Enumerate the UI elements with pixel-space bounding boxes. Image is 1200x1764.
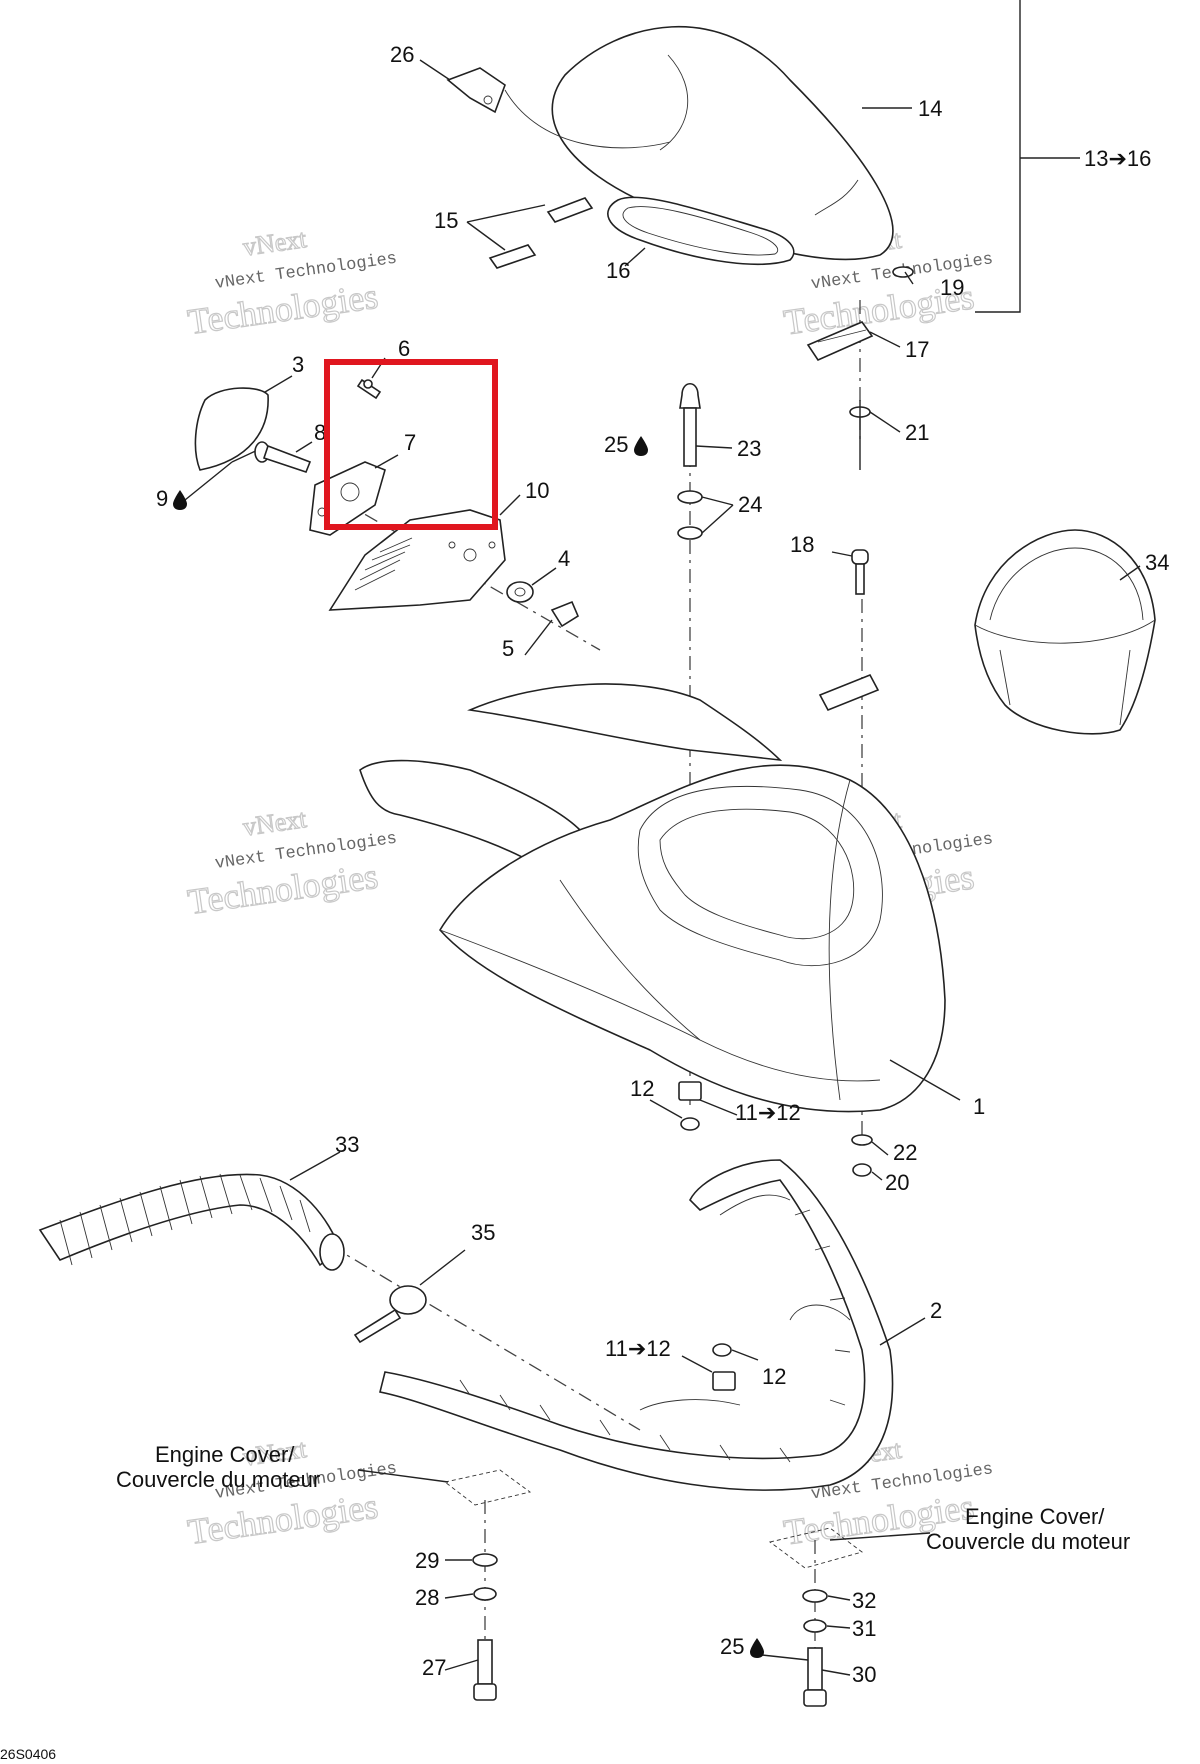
part-35-cable-tie bbox=[353, 1285, 427, 1344]
callout-6: 6 bbox=[398, 336, 410, 361]
part-10-bracket bbox=[328, 509, 506, 611]
callout-3: 3 bbox=[292, 352, 304, 377]
callout-26: 26 bbox=[390, 42, 414, 67]
callout-11-12-upper: 11➔12 bbox=[735, 1100, 801, 1125]
callout-15: 15 bbox=[434, 208, 458, 233]
part-12-nut-lower bbox=[712, 1343, 732, 1357]
part-14-cover bbox=[504, 25, 894, 261]
part-22-washer bbox=[851, 1134, 873, 1146]
callout-33: 33 bbox=[335, 1132, 359, 1157]
callout-8: 8 bbox=[314, 420, 326, 445]
callout-labels: 26 14 13➔16 15 16 19 17 21 25 23 24 18 3… bbox=[156, 42, 1169, 1687]
part-17-hinge bbox=[806, 321, 874, 362]
part-28-washer bbox=[473, 1587, 497, 1601]
part-2-trim bbox=[379, 1159, 894, 1491]
part-15-pads bbox=[488, 197, 594, 269]
callout-13-16: 13➔16 bbox=[1084, 146, 1151, 171]
callout-12-lower: 12 bbox=[762, 1364, 786, 1389]
svg-text:vNext: vNext bbox=[241, 804, 309, 842]
part-19-washer bbox=[892, 266, 914, 278]
part-27-screw bbox=[473, 1639, 497, 1701]
engine-cover-plate-left bbox=[443, 1469, 532, 1506]
part-31-washer bbox=[803, 1619, 827, 1633]
callout-34: 34 bbox=[1145, 550, 1169, 575]
part-33-hose bbox=[38, 1173, 345, 1271]
engine-cover-plate-right bbox=[768, 1527, 863, 1569]
callout-1: 1 bbox=[973, 1094, 985, 1119]
highlight-box bbox=[324, 359, 498, 530]
part-3-mirror bbox=[194, 387, 269, 471]
liquid-drop-icon bbox=[173, 490, 187, 510]
callout-2: 2 bbox=[930, 1298, 942, 1323]
engine-cover-note-left: Engine Cover/ Couvercle du moteur bbox=[116, 1442, 320, 1492]
callout-23: 23 bbox=[737, 436, 761, 461]
callout-16: 16 bbox=[606, 258, 630, 283]
callout-17: 17 bbox=[905, 337, 929, 362]
part-5-wingnut bbox=[550, 600, 580, 628]
callout-35: 35 bbox=[471, 1220, 495, 1245]
part-20-nut bbox=[852, 1163, 872, 1177]
callout-22: 22 bbox=[893, 1140, 917, 1165]
part-24-washer-top bbox=[677, 490, 703, 504]
part-16-seal bbox=[607, 196, 795, 266]
part-32-washer bbox=[802, 1589, 828, 1603]
callout-31: 31 bbox=[852, 1616, 876, 1641]
part-24-washer-bottom bbox=[677, 526, 703, 540]
callout-4: 4 bbox=[558, 546, 570, 571]
part-8-bolt bbox=[254, 441, 312, 473]
svg-text:Couvercle du moteur: Couvercle du moteur bbox=[926, 1529, 1130, 1554]
part-34-bin bbox=[974, 529, 1156, 735]
svg-text:Engine Cover/: Engine Cover/ bbox=[965, 1504, 1105, 1529]
leader-lines bbox=[184, 59, 1141, 1676]
watermark-mid-left: vNext vNext Technologies Technologies bbox=[185, 803, 399, 922]
callout-11-12-lower: 11➔12 bbox=[605, 1336, 671, 1361]
callout-32: 32 bbox=[852, 1588, 876, 1613]
part-29-washer bbox=[472, 1553, 498, 1567]
part-11-insert-upper bbox=[678, 1081, 702, 1101]
watermark-top-left: vNext vNext Technologies Technologies bbox=[185, 223, 399, 342]
callout-20: 20 bbox=[885, 1170, 909, 1195]
part-30-screw bbox=[803, 1647, 827, 1707]
callout-27: 27 bbox=[422, 1655, 446, 1680]
part-12-nut-upper bbox=[680, 1117, 700, 1131]
part-11-insert-lower bbox=[712, 1371, 736, 1391]
group-bracket-13-16 bbox=[975, 0, 1080, 313]
svg-text:vNext: vNext bbox=[241, 224, 309, 262]
callout-24: 24 bbox=[738, 492, 762, 517]
part-18-screw bbox=[851, 549, 869, 595]
part-23-bolt bbox=[679, 382, 701, 467]
callout-28: 28 bbox=[415, 1585, 439, 1610]
callout-30: 30 bbox=[852, 1662, 876, 1687]
svg-text:Engine Cover/: Engine Cover/ bbox=[155, 1442, 295, 1467]
part-26-latch bbox=[446, 67, 506, 114]
callout-14: 14 bbox=[918, 96, 942, 121]
part-4-grommet bbox=[506, 581, 534, 603]
callout-9: 9 bbox=[156, 486, 168, 511]
callout-18: 18 bbox=[790, 532, 814, 557]
callout-21: 21 bbox=[905, 420, 929, 445]
part-1-console bbox=[359, 683, 946, 1113]
svg-text:Couvercle du moteur: Couvercle du moteur bbox=[116, 1467, 320, 1492]
liquid-drop-icon bbox=[750, 1638, 764, 1658]
part-17-hinge-lower bbox=[818, 673, 880, 712]
part-21-rivet bbox=[849, 400, 871, 470]
callout-7: 7 bbox=[404, 430, 416, 455]
callout-29: 29 bbox=[415, 1548, 439, 1573]
callout-19: 19 bbox=[940, 275, 964, 300]
callout-25-upper: 25 bbox=[604, 432, 628, 457]
liquid-drop-icon bbox=[634, 436, 648, 456]
callout-25-lower: 25 bbox=[720, 1634, 744, 1659]
callout-5: 5 bbox=[502, 636, 514, 661]
diagram-code: 26S0406 bbox=[0, 1746, 56, 1762]
callout-10: 10 bbox=[525, 478, 549, 503]
part-6-pin bbox=[356, 378, 382, 400]
callout-12-upper: 12 bbox=[630, 1076, 654, 1101]
engine-cover-note-right: Engine Cover/ Couvercle du moteur bbox=[926, 1504, 1130, 1554]
